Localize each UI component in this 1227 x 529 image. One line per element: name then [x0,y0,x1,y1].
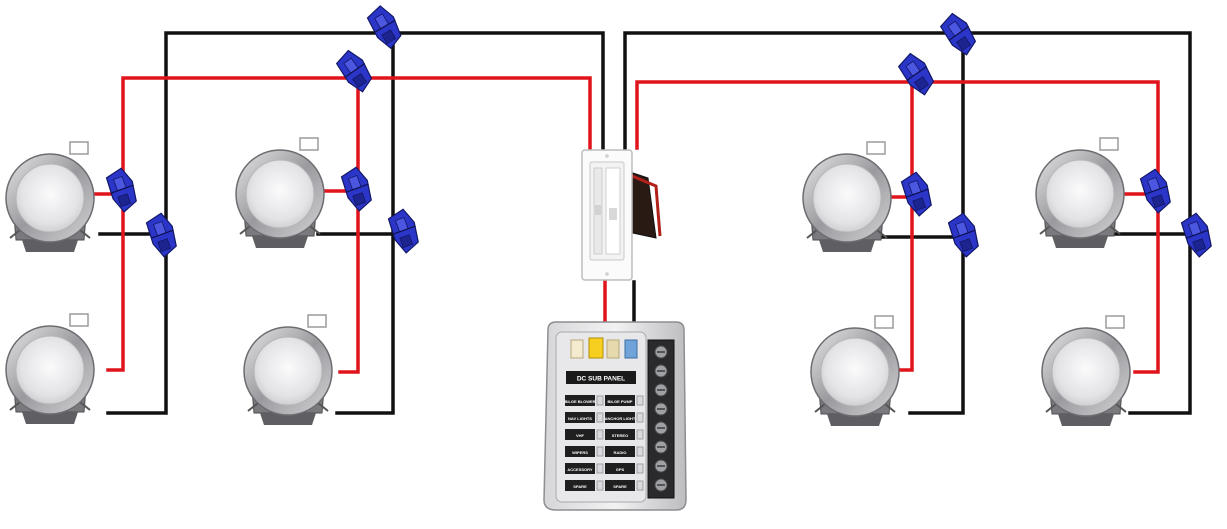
circuit-label-plate [565,480,595,491]
connector-icon [103,165,142,215]
circuit-label-plate [605,412,635,423]
connector-icon [332,46,378,96]
negative-wire [908,31,965,415]
fuse-slot [636,480,644,491]
positive-wire [106,76,592,372]
fuse-slot [636,463,644,474]
circuit-label: ANCHOR LIGHT [605,416,636,421]
fuse-slot [636,395,644,406]
negative-wire [106,31,605,415]
circuit-label: ACCESSORY [567,467,593,472]
positive-wire [635,80,1160,374]
fuse-slot [596,429,604,440]
positive-wire [338,76,360,374]
fuse-slot [596,480,604,491]
fuse-slot [596,446,604,457]
circuit-label: WIPERS [572,450,588,455]
connector-icon [898,169,937,219]
fuse-slot [636,446,644,457]
downlight-icon [243,314,333,426]
connector-icon [1137,166,1176,216]
panel-title: DC SUB PANEL [577,376,625,383]
circuit-label-plate [565,429,595,440]
connector-icon [143,210,182,260]
circuit-label: SPARE [613,484,627,489]
connector-icon [338,164,377,214]
fuse-slot [636,429,644,440]
circuit-label-plate [605,463,635,474]
circuit-label: NAV LIGHTS [568,416,592,421]
negative-wires [98,31,1192,415]
fuse-slot [596,412,604,423]
downlight-icon [5,313,95,425]
circuit-label: SPARE [573,484,587,489]
connector-icon [945,210,984,260]
circuit-label: GPS [616,467,625,472]
circuit-label-plate [565,412,595,423]
dimmer-switch-icon [581,149,662,281]
circuit-label-plate [605,395,635,406]
negative-wire [623,31,1192,415]
connector-icon [894,49,940,99]
fuse-slot [596,395,604,406]
circuit-label: RADIO [614,450,627,455]
positive-wire [896,80,914,372]
downlight-icon [810,315,900,427]
circuit-labels: BILGE BLOWER BILGE PUMP NAV LIGHTS ANCHOR L… [564,395,644,491]
negative-wire [335,31,395,415]
circuit-label-plate [565,463,595,474]
downlight-icon [802,141,892,253]
circuit-label: BILGE BLOWER [564,399,595,404]
circuit-label: VHF [576,433,585,438]
circuit-label-plate [605,480,635,491]
circuit-label: BILGE PUMP [608,399,633,404]
downlight-icon [1041,315,1131,427]
circuit-label-plate [605,429,635,440]
connector-icon [1178,210,1217,260]
circuit-label-plate [605,446,635,457]
connector-icon [364,2,407,52]
circuit-label: STEREO [612,433,628,438]
fuse-panel: DC SUB PANEL BILGE BLOWER BILGE PUMP NAV L… [543,321,687,511]
fuse-slot [596,463,604,474]
circuit-label-plate [565,395,595,406]
circuit-label-plate [565,446,595,457]
downlight-icon [235,137,325,249]
downlight-icon [1035,137,1125,249]
downlight-icon [5,141,95,253]
fuse-slot [636,412,644,423]
